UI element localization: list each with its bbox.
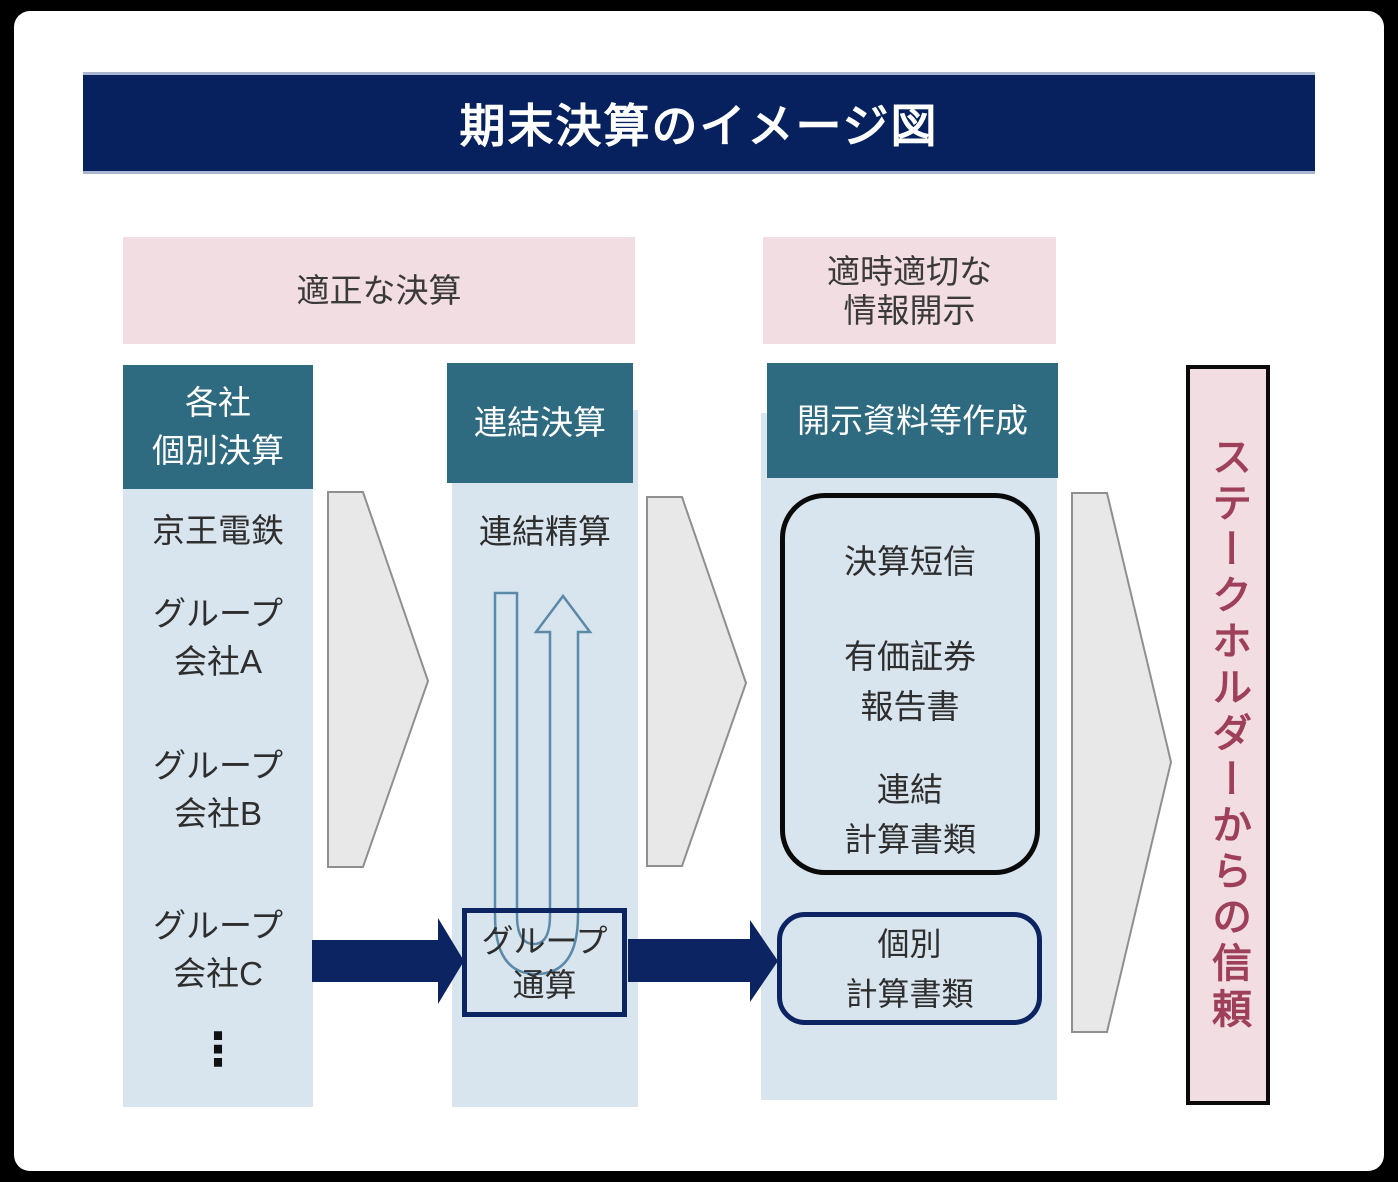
more-companies-ellipsis-glyph: ⋮ <box>195 1023 241 1075</box>
company-group-a: グループ 会社A <box>123 590 313 686</box>
company-group-c-line1: グループ <box>152 907 284 944</box>
column-individual-header-line2: 個別決算 <box>152 432 284 469</box>
column-individual-header: 各社 個別決算 <box>123 365 313 489</box>
flow-arrow-disclosure-to-stakeholder <box>1071 492 1173 1033</box>
group-tsusan-line1: グループ <box>481 922 608 959</box>
doc-consolidated-statements: 連結 計算書類 <box>780 765 1040 865</box>
stakeholder-trust-label: ステークホルダーからの信頼 <box>1206 436 1250 1034</box>
stakeholder-trust-box: ステークホルダーからの信頼 <box>1186 365 1270 1105</box>
banner-proper-settlement: 適正な決算 <box>123 237 635 344</box>
group-tsusan-box: グループ 通算 <box>462 908 627 1017</box>
banner-timely-line1: 適時適切な <box>827 252 992 290</box>
company-group-c-line2: 会社C <box>173 955 263 992</box>
navy-arrow-groupc-to-group-tsusan <box>312 918 464 1004</box>
doc-consolidated-statements-line2: 計算書類 <box>844 821 976 858</box>
consolidated-documents-group-box <box>780 493 1040 875</box>
flow-arrow-consolidated-to-disclosure <box>646 496 748 867</box>
doc-securities-report-line2: 報告書 <box>860 688 960 725</box>
doc-securities-report: 有価証券 報告書 <box>780 632 1040 732</box>
individual-statements-line1: 個別 <box>877 925 942 962</box>
banner-proper-settlement-label: 適正な決算 <box>296 272 462 309</box>
company-group-b-line2: 会社B <box>173 795 262 832</box>
company-group-b: グループ 会社B <box>123 742 313 838</box>
title-bar: 期末決算のイメージ図 <box>83 72 1315 174</box>
company-group-c: グループ 会社C <box>123 902 313 998</box>
doc-kessan-tanshin-label: 決算短信 <box>844 543 976 580</box>
company-group-b-line1: グループ <box>152 747 284 784</box>
consolidated-settlement-item: 連結精算 <box>452 508 638 556</box>
column-disclosure-header: 開示資料等作成 <box>767 363 1058 478</box>
company-keio-dentetsu: 京王電鉄 <box>123 507 313 555</box>
banner-timely-line2: 情報開示 <box>843 291 976 329</box>
doc-kessan-tanshin: 決算短信 <box>780 537 1040 587</box>
navy-arrow-group-tsusan-to-individual-docs <box>628 920 778 1002</box>
company-keio-dentetsu-label: 京王電鉄 <box>152 512 284 549</box>
consolidated-settlement-label: 連結精算 <box>479 513 611 550</box>
column-consolidated-header-label: 連結決算 <box>474 404 606 441</box>
group-tsusan-line2: 通算 <box>512 966 577 1003</box>
banner-timely-disclosure: 適時適切な 情報開示 <box>763 237 1056 344</box>
flow-arrow-individual-to-consolidated <box>327 491 430 868</box>
diagram-canvas: 期末決算のイメージ図 適正な決算 適時適切な 情報開示 各社 個別決算 京王電鉄… <box>14 11 1384 1171</box>
page-title: 期末決算のイメージ図 <box>459 100 939 152</box>
company-group-a-line2: 会社A <box>173 643 262 680</box>
doc-consolidated-statements-line1: 連結 <box>877 771 943 808</box>
column-individual-header-line1: 各社 <box>185 384 251 421</box>
doc-securities-report-line1: 有価証券 <box>844 638 976 675</box>
column-individual-body <box>123 478 313 1107</box>
individual-statements-box: 個別 計算書類 <box>777 912 1042 1025</box>
column-disclosure-header-label: 開示資料等作成 <box>797 401 1028 439</box>
company-group-a-line1: グループ <box>152 595 284 632</box>
column-consolidated-header: 連結決算 <box>447 363 633 483</box>
individual-statements-line2: 計算書類 <box>845 975 974 1012</box>
more-companies-ellipsis: ⋮ <box>123 1025 313 1073</box>
